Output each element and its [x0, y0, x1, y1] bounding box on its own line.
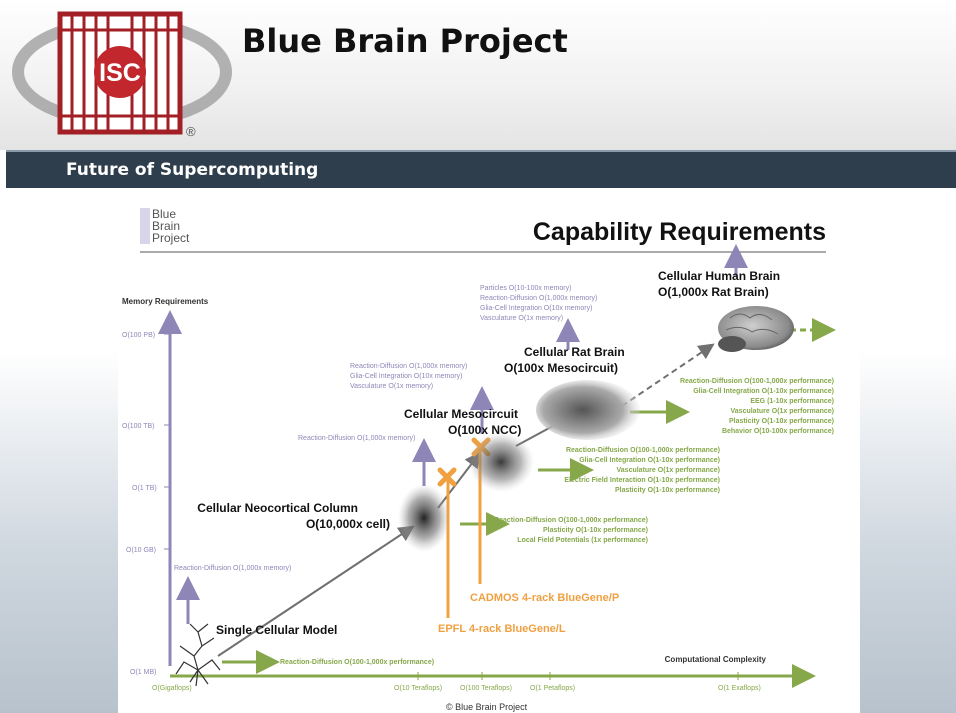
human-brain-image [718, 306, 794, 352]
memory-note: Reaction-Diffusion O(1,000x memory) [350, 363, 467, 370]
x-tick-label: O(1 Petaflops) [530, 685, 575, 692]
memory-note: Glia-Cell Integration O(10x memory) [350, 373, 462, 380]
performance-note: Vasculature O(1x performance) [731, 408, 835, 415]
isc-logo: ISC ® [12, 11, 232, 139]
memory-note: Reaction-Diffusion O(1,000x memory) [298, 435, 415, 442]
performance-note: Behavior O(10-100x performance) [722, 428, 834, 435]
stage-rat-name: Cellular Rat Brain [524, 345, 625, 359]
performance-note: Local Field Potentials (1x performance) [517, 537, 648, 544]
y-tick-label: O(10 GB) [126, 547, 156, 554]
machine-markers: CADMOS 4-rack BlueGene/P EPFL 4-rack Blu… [437, 437, 619, 635]
page-title: Blue Brain Project [242, 22, 568, 60]
capability-slide: Blue Brain Project Capability Requiremen… [118, 200, 860, 713]
machine-epfl-label: EPFL 4-rack BlueGene/L [438, 623, 566, 635]
section-title: Future of Supercomputing [66, 160, 319, 180]
mesocircuit-image [468, 432, 534, 492]
performance-note: Reaction-Diffusion O(100-1,000x performa… [566, 447, 720, 454]
header: ISC ® Blue Brain Project [0, 0, 956, 150]
y-tick-label: O(1 MB) [130, 669, 156, 676]
performance-note: Reaction-Diffusion O(100-1,000x performa… [680, 378, 834, 385]
memory-note: Vasculature O(1x memory) [350, 383, 433, 390]
performance-note: Plasticity O(1-10x performance) [615, 487, 720, 494]
stage-column-name: Cellular Neocortical Column [197, 501, 358, 515]
slide-title: Capability Requirements [533, 218, 826, 246]
memory-arrows [176, 244, 748, 624]
bbp-logo-line-2: Brain [152, 219, 180, 233]
y-tick-label: O(100 TB) [122, 423, 155, 430]
bbp-logo-line-1: Blue [152, 207, 176, 221]
stage-rat-sub: O(100x Mesocircuit) [504, 361, 618, 375]
memory-note: Vasculature O(1x memory) [480, 315, 563, 322]
performance-note: Electric Field Interaction O(1-10x perfo… [564, 477, 720, 484]
x-tick-label: O(100 Teraflops) [460, 685, 512, 692]
y-ticks: O(100 PB) O(100 TB) O(1 TB) O(10 GB) O(1… [122, 332, 170, 676]
y-axis-title: Memory Requirements [122, 297, 209, 306]
memory-note: Reaction-Diffusion O(1,000x memory) [480, 295, 597, 302]
stage-meso-sub: O(100x NCC) [448, 423, 521, 437]
memory-note: Glia-Cell Integration O(10x memory) [480, 305, 592, 312]
performance-note: Glia-Cell Integration O(1-10x performanc… [693, 388, 834, 395]
x-tick-label: O(1 Exaflops) [718, 685, 761, 692]
stage-meso-name: Cellular Mesocircuit [404, 407, 518, 421]
bbp-logo-line-3: Project [152, 231, 190, 245]
performance-note: Plasticity O(1-10x performance) [543, 527, 648, 534]
rat-brain-image [536, 380, 640, 440]
performance-note: Reaction-Diffusion O(100-1,000x performa… [280, 659, 434, 666]
stage-column-sub: O(10,000x cell) [306, 517, 390, 531]
copyright: © Blue Brain Project [446, 702, 528, 712]
y-tick-label: O(1 TB) [132, 485, 157, 492]
performance-note: Vasculature O(1x performance) [617, 467, 721, 474]
performance-note: Glia-Cell Integration O(1-10x performanc… [579, 457, 720, 464]
column-image [398, 484, 450, 552]
memory-note: Particles O(10-100x memory) [480, 285, 571, 292]
capability-diagram: Blue Brain Project Capability Requiremen… [122, 207, 836, 712]
x-tick-label: O(Gigaflops) [152, 685, 192, 692]
section-band: Future of Supercomputing [6, 150, 956, 188]
x-axis-title: Computational Complexity [665, 655, 767, 664]
machine-cadmos-label: CADMOS 4-rack BlueGene/P [470, 592, 619, 604]
logo-text: ISC [99, 59, 141, 87]
performance-note: Plasticity O(1-10x performance) [729, 418, 834, 425]
neuron-image [175, 623, 221, 687]
performance-note: Reaction-Diffusion O(100-1,000x performa… [494, 517, 648, 524]
performance-note: EEG (1-10x performance) [750, 398, 834, 405]
y-tick-label: O(100 PB) [122, 332, 155, 339]
memory-note: Reaction-Diffusion O(1,000x memory) [174, 565, 291, 572]
stage-human-sub: O(1,000x Rat Brain) [658, 285, 769, 299]
registered-mark: ® [186, 124, 196, 139]
stage-human-name: Cellular Human Brain [658, 269, 780, 283]
x-tick-label: O(10 Teraflops) [394, 685, 442, 692]
x-ticks: O(Gigaflops) O(10 Teraflops) O(100 Teraf… [152, 672, 761, 692]
stage-single-name: Single Cellular Model [216, 623, 337, 637]
bbp-logo: Blue Brain Project [140, 207, 190, 245]
